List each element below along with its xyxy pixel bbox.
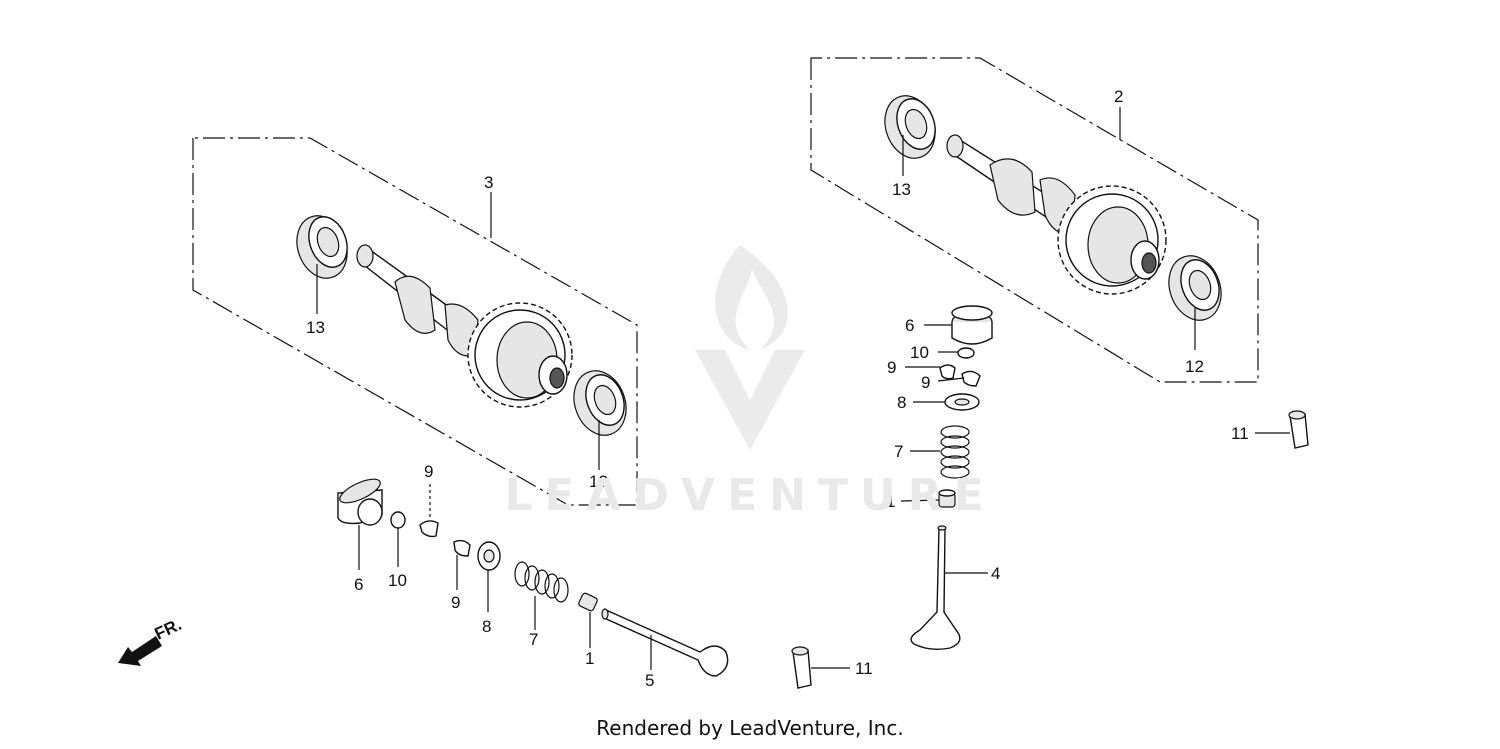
bearing-13-right — [884, 95, 936, 159]
callout-13-left: 13 — [306, 318, 325, 337]
callout-1-right: 1 — [886, 492, 895, 511]
seal-1-left — [578, 592, 598, 612]
bearing-12-right — [1168, 255, 1222, 321]
cap-10-right — [957, 347, 975, 359]
valve-5 — [601, 608, 729, 677]
callout-1-left: 1 — [585, 649, 594, 668]
cap-10-left — [390, 511, 406, 529]
callout-3: 3 — [484, 173, 493, 192]
camshaft-assembly-box-right — [810, 57, 1259, 383]
callout-13-right: 13 — [892, 180, 911, 199]
callout-4: 4 — [991, 564, 1000, 583]
callout-6-right: 6 — [905, 316, 914, 335]
callout-10-left: 10 — [388, 571, 407, 590]
tappet-6-left — [337, 478, 383, 526]
seal-1-right — [938, 489, 956, 508]
tappet-6-right — [951, 305, 993, 345]
callout-8-left: 8 — [482, 617, 491, 636]
front-direction-arrow — [118, 636, 162, 666]
leadventure-logo-watermark — [695, 245, 805, 450]
spring-7-left — [514, 561, 569, 603]
leader-lines — [316, 107, 1290, 670]
retainer-8-left — [477, 541, 501, 571]
valve-guide-11-right — [1288, 410, 1309, 449]
camshaft-left — [356, 244, 479, 357]
callout-12-right: 12 — [1185, 357, 1204, 376]
callout-2: 2 — [1114, 87, 1123, 106]
camshaft-assembly-box-left — [192, 137, 638, 506]
cam-gear-left — [467, 302, 573, 408]
cotter-9a-left — [419, 520, 439, 538]
cotter-9b-left — [453, 539, 471, 557]
valve-4 — [910, 525, 961, 651]
callout-9a-left: 9 — [424, 462, 433, 481]
bearing-13-left — [296, 215, 348, 279]
callout-7-left: 7 — [529, 630, 538, 649]
callout-12-left: 12 — [589, 472, 608, 491]
render-credit: Rendered by LeadVenture, Inc. — [596, 716, 904, 740]
camshaft-right — [946, 134, 1091, 242]
watermark-text: LEADVENTURE — [504, 470, 996, 521]
spring-7-right — [940, 425, 970, 479]
callout-10-right: 10 — [910, 343, 929, 362]
retainer-8-right — [944, 393, 980, 411]
callout-11-right: 11 — [1231, 424, 1249, 443]
cotter-9b-right — [961, 370, 981, 387]
callout-9b-right: 9 — [921, 373, 930, 392]
cotter-9a-right — [939, 364, 956, 380]
callout-5: 5 — [645, 671, 654, 690]
cam-gear-right — [1057, 185, 1167, 295]
bearing-12-left — [573, 370, 627, 436]
callout-11-bottom: 11 — [855, 659, 873, 678]
callout-8-right: 8 — [897, 393, 906, 412]
callout-9b-left: 9 — [451, 593, 460, 612]
valve-guide-11-bottom — [791, 646, 812, 689]
callout-7-right: 7 — [894, 442, 903, 461]
callout-9a-right: 9 — [887, 358, 896, 377]
callout-6-left: 6 — [354, 575, 363, 594]
